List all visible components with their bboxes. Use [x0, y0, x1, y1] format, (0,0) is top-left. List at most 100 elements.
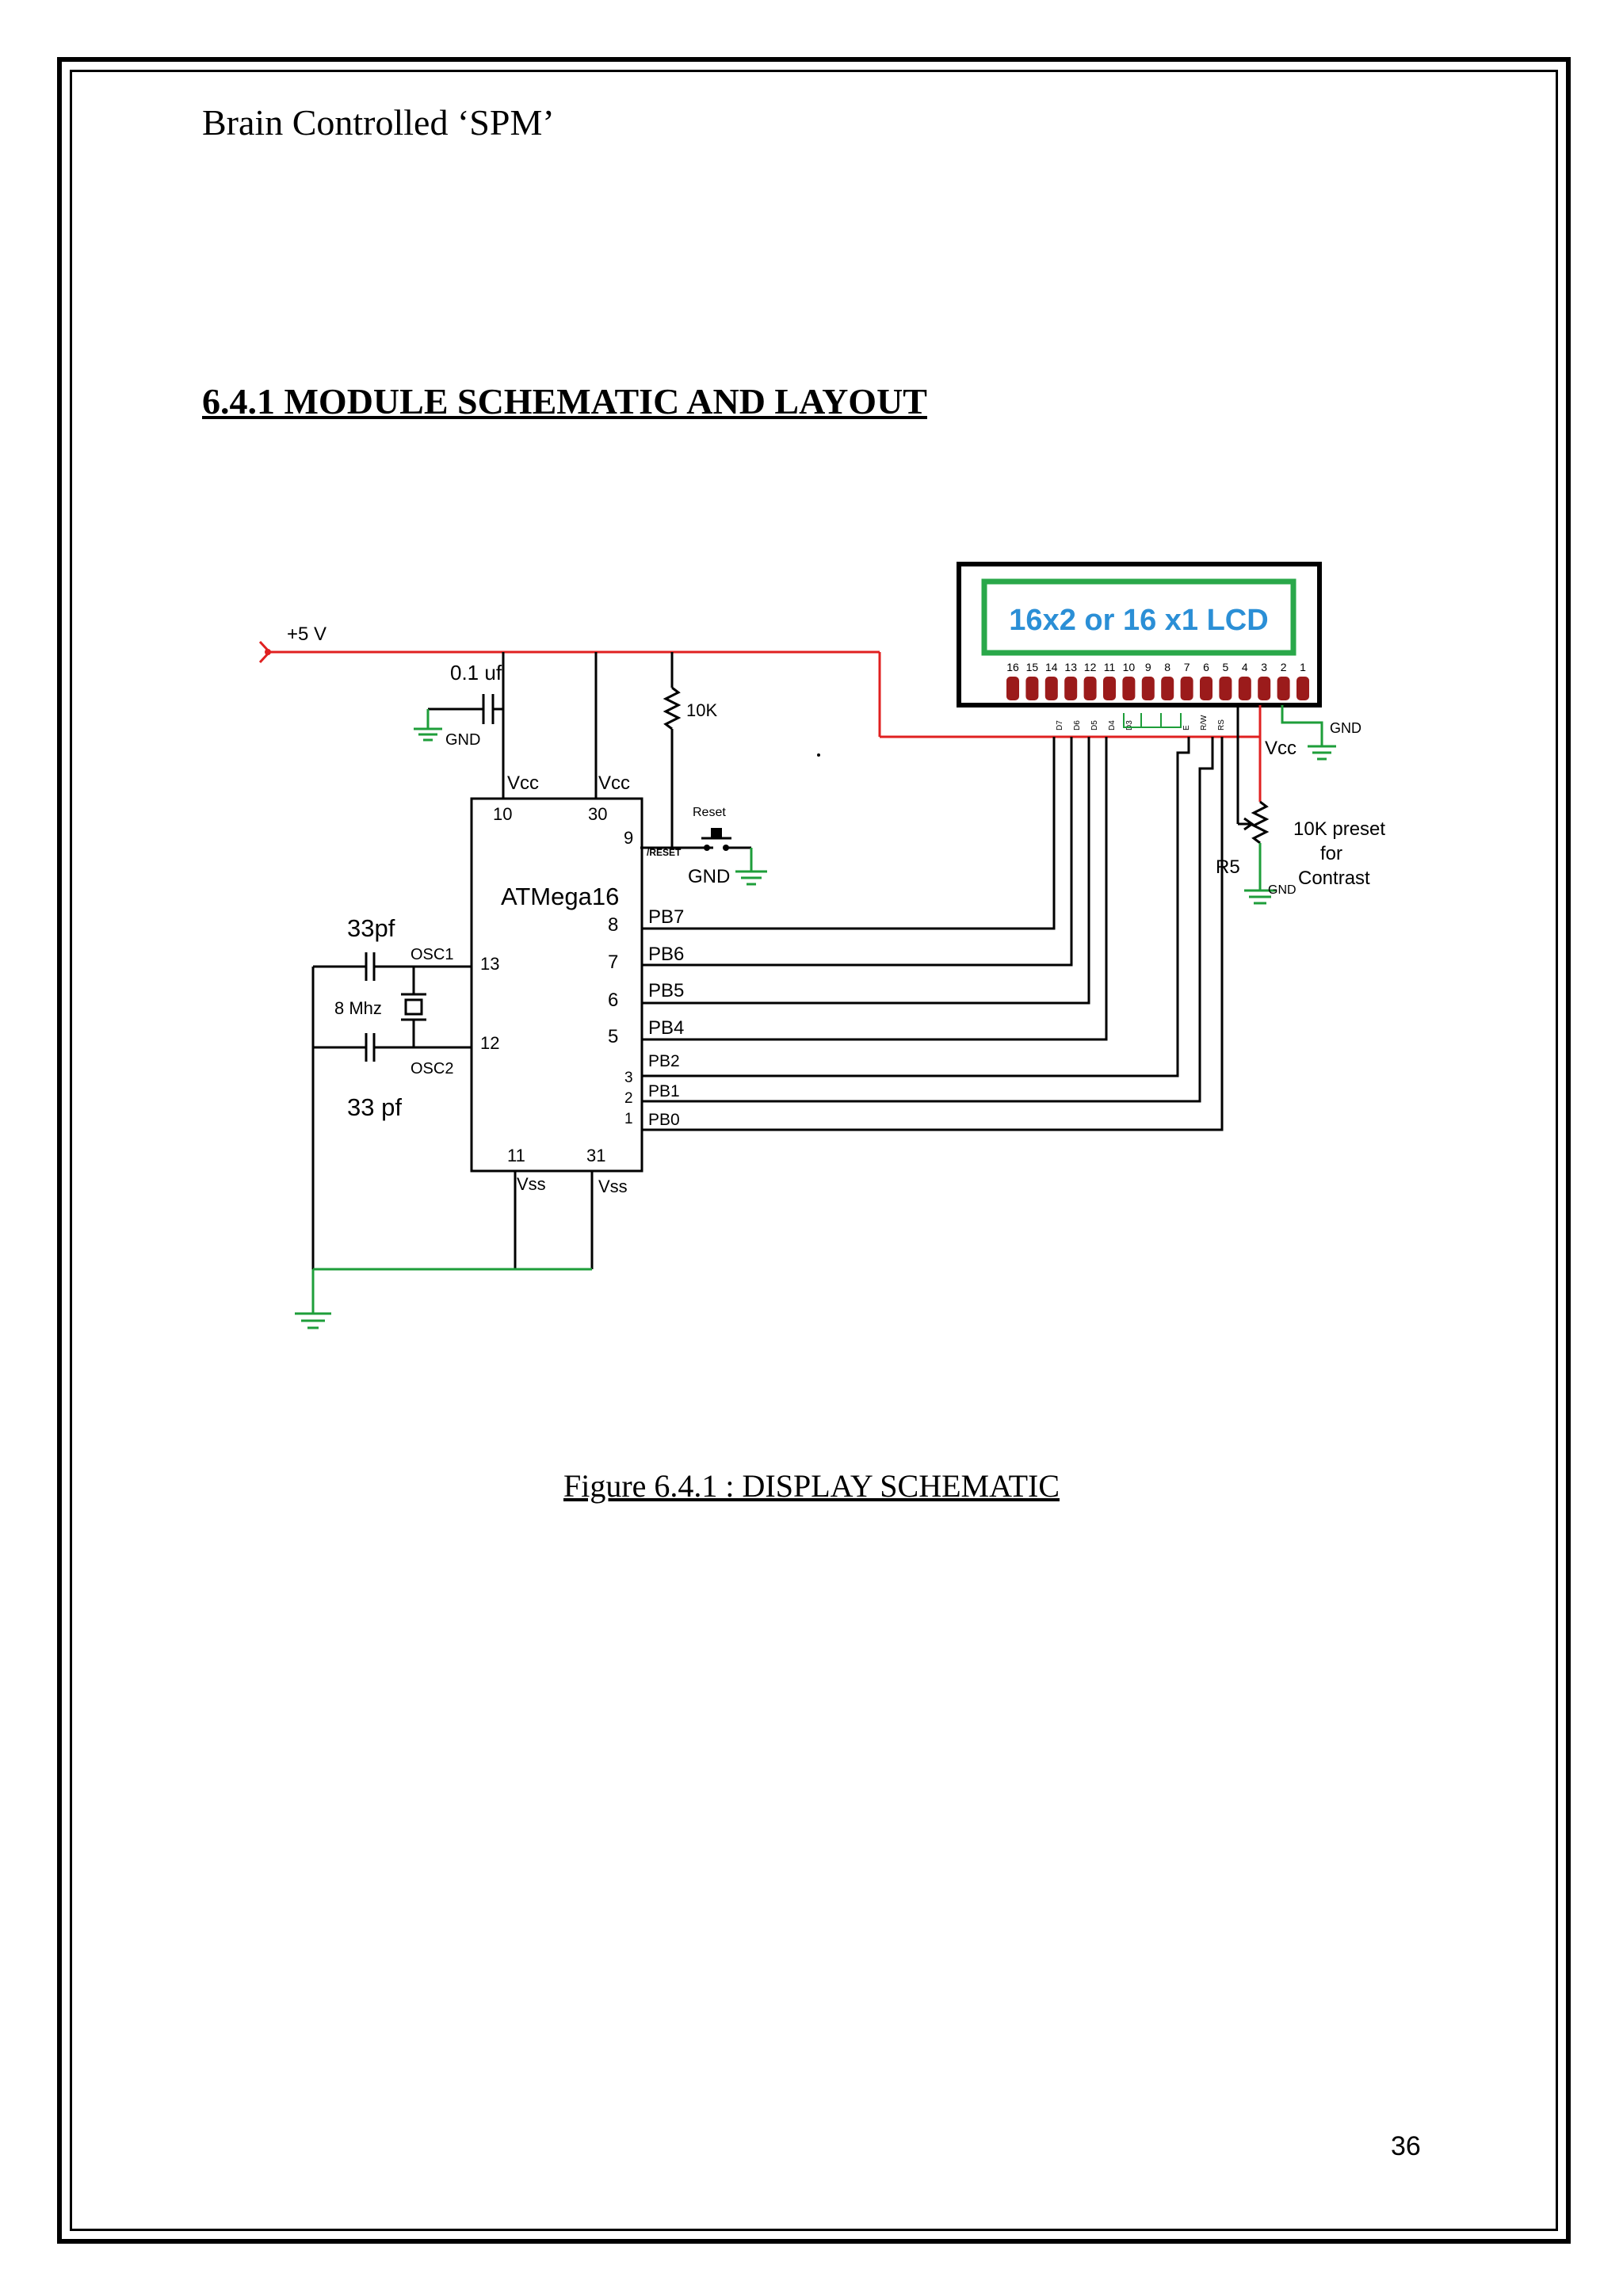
cap-top-label: 33pf	[347, 914, 395, 942]
contrast-preset: R5 GND 10K preset for Contrast	[1216, 705, 1385, 905]
lcd-signal-label: D5	[1090, 720, 1099, 730]
reset-pin-label: /RESET	[647, 847, 682, 858]
lcd-signal-label: D7	[1056, 720, 1064, 730]
lcd-pin-number: 1	[1300, 661, 1306, 673]
pin-11: 11	[507, 1146, 525, 1165]
lcd-pin	[1180, 677, 1193, 700]
port-pin-num: 3	[624, 1070, 633, 1086]
lcd-data-jumper	[1123, 713, 1182, 728]
lcd-pin	[1083, 677, 1097, 700]
lcd-pin-number: 14	[1045, 661, 1058, 673]
lcd-pin	[1161, 677, 1174, 700]
port-pin-num: 6	[608, 990, 618, 1011]
pin-12: 12	[480, 1033, 499, 1053]
pin-13: 13	[480, 954, 499, 974]
port-pin-num: 8	[608, 914, 618, 936]
page-border-inner	[70, 70, 1558, 2231]
page-border-outer	[57, 57, 1571, 2244]
port-pin-num: 7	[608, 952, 618, 973]
preset-desc-2: for	[1320, 843, 1342, 864]
lcd-pin-number: 12	[1084, 661, 1097, 673]
cap-bottom-label: 33 pf	[347, 1093, 402, 1121]
lcd-signal-label: E	[1182, 725, 1191, 730]
lcd-signal-label: R/W	[1200, 715, 1209, 730]
pullup-resistor: 10K	[663, 652, 717, 848]
lcd-signal-label: RS	[1217, 719, 1226, 730]
lcd-pin	[1277, 677, 1290, 700]
lcd-power-connections: GND Vcc	[1258, 705, 1361, 761]
preset-label: R5	[1216, 856, 1240, 878]
pin-9: 9	[624, 828, 633, 848]
crystal-oscillator	[311, 952, 472, 1269]
port-pin-name: PB4	[648, 1017, 684, 1039]
port-pin-num: 1	[624, 1111, 633, 1127]
reset-label: Reset	[693, 806, 726, 819]
osc2-label: OSC2	[411, 1060, 453, 1077]
port-pin-name: PB7	[648, 906, 684, 928]
lcd-pin	[1006, 677, 1019, 700]
lcd-pin-number: 7	[1184, 661, 1190, 673]
lcd-pin-number: 16	[1006, 661, 1019, 673]
data-bus-wires	[642, 737, 1224, 1131]
lcd-pin-number: 11	[1104, 661, 1116, 673]
lcd-pin-number: 10	[1123, 661, 1136, 673]
vss-label-1: Vss	[517, 1174, 546, 1194]
pin-30: 30	[588, 804, 607, 824]
lcd-pin-number: 5	[1223, 661, 1229, 673]
port-pin-name: PB5	[648, 980, 684, 1001]
lcd-pin-number: 3	[1261, 661, 1267, 673]
lcd-title: 16x2 or 16 x1 LCD	[1009, 604, 1268, 637]
page-number: 36	[1391, 2131, 1421, 2161]
lcd-pin	[1238, 677, 1251, 700]
osc1-label: OSC1	[411, 946, 453, 963]
vcc-label-1: Vcc	[507, 772, 539, 794]
preset-gnd-label: GND	[1268, 883, 1296, 897]
lcd-pin	[1141, 677, 1155, 700]
lcd-pin	[1025, 677, 1039, 700]
port-pin-name: PB6	[648, 944, 684, 965]
atmega16-chip: Vcc Vcc 10 30 9 /RESET ATMega16 13 12 11…	[470, 772, 682, 1196]
lcd-pin	[1200, 677, 1212, 700]
lcd-pin-number: 6	[1203, 661, 1209, 673]
lcd-pin	[1219, 677, 1232, 700]
lcd-signal-label: D3	[1125, 720, 1134, 730]
vcc-label-2: Vcc	[598, 772, 630, 794]
figure-caption: Figure 6.4.1 : DISPLAY SCHEMATIC	[563, 1468, 1060, 1504]
display-schematic: +5 V 0.1 uf GND 10K Reset GND	[258, 562, 1385, 1329]
lcd-module: 16x2 or 16 x1 LCD 16 15 14 13 12 11 10 9 8 7 6 5 4 3 2…	[957, 562, 1322, 707]
supply-5v: +5 V	[258, 624, 1260, 738]
lcd-pin-number: 2	[1281, 661, 1287, 673]
lcd-pin-number: 8	[1164, 661, 1170, 673]
lcd-pin	[1122, 677, 1136, 700]
pin-10: 10	[493, 804, 512, 824]
decoupling-capacitor: 0.1 uf GND	[414, 652, 505, 749]
port-pin-name: PB2	[648, 1052, 680, 1070]
port-pin-name: PB1	[648, 1082, 680, 1100]
lcd-gnd-label: GND	[1330, 720, 1361, 736]
section-title: 6.4.1 MODULE SCHEMATIC AND LAYOUT	[202, 381, 927, 421]
reset-gnd-label: GND	[688, 866, 730, 887]
lcd-pin-number: 15	[1026, 661, 1039, 673]
lcd-vcc-label: Vcc	[1265, 738, 1296, 759]
pin-31: 31	[586, 1146, 605, 1165]
vss-label-2: Vss	[598, 1177, 628, 1196]
reset-button: Reset GND	[640, 806, 767, 887]
cap-label: 0.1 uf	[450, 661, 502, 685]
resistor-label: 10K	[686, 700, 717, 720]
lcd-pin-header: 16 15 14 13 12 11 10 9 8 7 6 5 4 3 2 1	[1006, 661, 1309, 700]
gnd-label: GND	[445, 731, 480, 749]
preset-desc-1: 10K preset	[1293, 818, 1385, 840]
page-header: Brain Controlled ‘SPM’	[202, 102, 555, 143]
lcd-pin-number: 9	[1145, 661, 1151, 673]
port-pin-name: PB0	[648, 1111, 680, 1129]
lcd-pin	[1296, 677, 1309, 700]
vss-ground	[295, 1171, 594, 1329]
lcd-pin-number: 4	[1242, 661, 1248, 673]
port-pin-num: 5	[608, 1026, 618, 1047]
preset-desc-3: Contrast	[1298, 868, 1370, 889]
lcd-pin-number: 13	[1064, 661, 1077, 673]
port-pin-num: 2	[624, 1090, 633, 1107]
lcd-signal-label: D6	[1073, 720, 1082, 730]
lcd-pin	[1064, 677, 1078, 700]
